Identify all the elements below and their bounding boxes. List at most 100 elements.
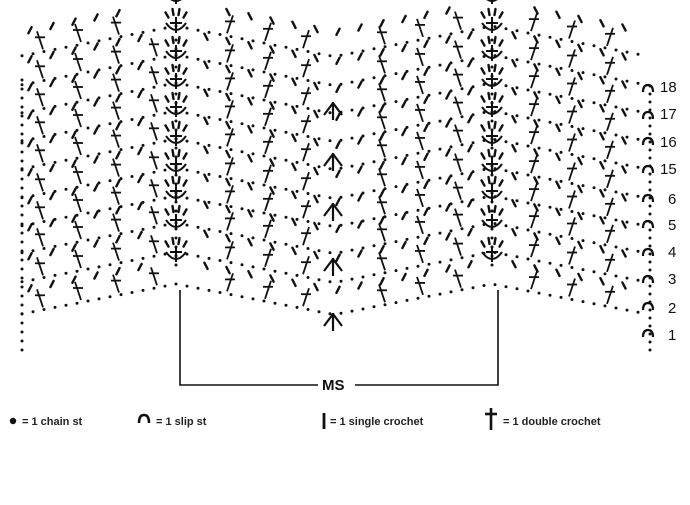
double-crochet-stitch — [416, 47, 424, 67]
chain-dash — [137, 61, 143, 71]
chain-dash — [291, 133, 297, 143]
chain-stitch — [636, 194, 640, 198]
chain-stitch — [218, 259, 222, 262]
chain-dash — [621, 281, 627, 290]
chain-stitch — [648, 140, 652, 144]
chain-dash — [599, 75, 605, 85]
chain-dash — [511, 260, 517, 269]
chain-stitch — [537, 291, 541, 295]
chain-dash — [480, 95, 486, 103]
chain-stitch — [196, 225, 200, 229]
chain-stitch — [648, 332, 652, 336]
chain-stitch — [174, 164, 178, 168]
chain-stitch — [185, 26, 189, 30]
chain-stitch — [218, 230, 222, 233]
chain-stitch — [218, 146, 222, 149]
chain-stitch — [636, 81, 640, 85]
chain-stitch — [174, 236, 178, 240]
chain-dash — [621, 80, 627, 89]
chain-stitch — [262, 299, 266, 303]
chain-stitch — [339, 53, 343, 57]
double-crochet-stitch — [378, 139, 386, 158]
chain-dash — [247, 68, 253, 78]
chain-stitch — [97, 152, 101, 156]
double-crochet-stitch — [378, 55, 386, 74]
chain-stitch — [163, 139, 167, 143]
double-crochet-stitch — [378, 196, 386, 215]
chain-stitch — [471, 225, 475, 229]
chain-dash — [379, 75, 385, 85]
chain-stitch — [339, 138, 343, 142]
chain-dash — [177, 91, 181, 101]
chain-stitch — [493, 251, 497, 255]
chain-stitch — [174, 74, 178, 78]
chain-stitch — [53, 47, 57, 51]
chain-dash — [621, 108, 627, 117]
chain-dash — [467, 114, 473, 124]
chain-stitch — [361, 275, 365, 279]
chain-dash — [445, 6, 451, 15]
double-crochet-stitch — [378, 168, 386, 187]
chain-stitch — [163, 83, 167, 87]
chain-stitch — [53, 160, 57, 164]
double-crochet-stitch — [606, 197, 614, 217]
chain-stitch — [328, 167, 332, 171]
chain-stitch — [229, 261, 233, 265]
chain-stitch — [581, 300, 585, 304]
chain-stitch — [174, 128, 178, 132]
chain-stitch — [20, 78, 24, 82]
chain-dash — [203, 60, 209, 70]
chain-stitch — [86, 41, 90, 45]
chain-dash — [203, 173, 209, 183]
chain-stitch — [20, 312, 24, 316]
chain-stitch — [438, 34, 442, 38]
chain-stitch — [119, 293, 123, 297]
chain-stitch — [394, 269, 398, 273]
chain-stitch — [648, 284, 652, 288]
chain-stitch — [174, 173, 178, 177]
chain-stitch — [229, 148, 233, 152]
chain-dash — [203, 116, 209, 126]
chain-stitch — [196, 57, 200, 61]
chain-stitch — [130, 259, 134, 262]
chain-dash — [291, 217, 297, 227]
chain-stitch — [251, 124, 255, 128]
chain-dash — [177, 120, 181, 130]
double-crochet-stitch — [112, 158, 120, 177]
chain-stitch — [361, 106, 365, 110]
chain-stitch — [559, 150, 563, 154]
chain-stitch — [570, 237, 574, 240]
chain-stitch — [427, 206, 431, 210]
chain-stitch — [648, 188, 652, 192]
chain-dash — [487, 120, 491, 130]
chain-stitch — [372, 76, 376, 80]
chain-dash — [498, 152, 504, 160]
chain-stitch — [625, 247, 629, 251]
chain-dash — [577, 99, 583, 109]
double-crochet-stitch — [378, 26, 386, 45]
chain-dash — [115, 266, 121, 276]
chain-stitch — [306, 50, 310, 53]
chain-stitch — [229, 35, 233, 39]
double-crochet-stitch — [226, 128, 234, 147]
double-crochet-stitch — [112, 16, 120, 35]
chain-stitch — [394, 128, 398, 132]
chain-stitch — [548, 92, 552, 96]
chain-dash — [357, 136, 363, 145]
chain-dash — [511, 171, 517, 181]
chain-dash — [467, 59, 473, 68]
chain-stitch — [174, 137, 178, 141]
chain-dash — [423, 236, 429, 246]
chain-stitch — [471, 113, 475, 117]
chain-stitch — [548, 293, 552, 297]
chain-stitch — [240, 295, 244, 299]
chain-stitch — [20, 195, 24, 199]
chain-stitch — [625, 308, 629, 312]
chain-dash — [225, 7, 231, 17]
chain-stitch — [504, 140, 508, 144]
chain-stitch — [482, 83, 486, 86]
chain-stitch — [64, 74, 68, 78]
chain-stitch — [636, 109, 640, 113]
chain-stitch — [97, 68, 101, 72]
chain-stitch — [361, 78, 365, 82]
